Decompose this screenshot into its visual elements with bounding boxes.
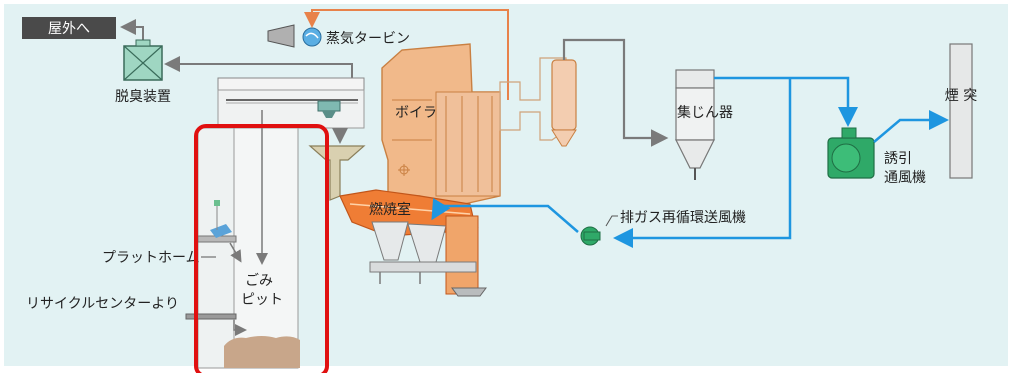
steam-line bbox=[304, 9, 509, 100]
deodorizer-label: 脱臭装置 bbox=[115, 89, 171, 105]
outside-label-text: 屋外へ bbox=[48, 21, 90, 37]
steam-turbine bbox=[267, 24, 322, 48]
platform-label: プラットホーム bbox=[102, 250, 200, 266]
economizer bbox=[499, 57, 577, 147]
steam-turbine-label: 蒸気タービン bbox=[326, 31, 410, 47]
platform bbox=[197, 200, 237, 243]
pit-building bbox=[197, 77, 365, 369]
flue-gas-line bbox=[562, 38, 669, 147]
garbage-pile bbox=[224, 336, 300, 368]
recycle-center-label: リサイクルセンターより bbox=[26, 296, 179, 312]
platform-to-pit-arrow bbox=[229, 242, 242, 263]
outside-label: 屋外へ bbox=[22, 17, 116, 39]
pit-highlight-frame bbox=[194, 124, 329, 373]
induced-fan-label-line1: 誘引 bbox=[884, 151, 912, 167]
recirculation-fan-leader bbox=[605, 215, 618, 227]
recycle-to-pit-arrow bbox=[233, 320, 247, 336]
chimney-label: 煙 突 bbox=[945, 88, 977, 104]
recirculation-to-furnace-line bbox=[431, 197, 579, 233]
induced-fan-label-line2: 通風機 bbox=[884, 170, 926, 186]
deodorizer-unit bbox=[123, 39, 163, 81]
recirculation-line bbox=[613, 78, 792, 248]
deodorizer-to-outside-arrow bbox=[120, 19, 144, 42]
combustion-chamber-label: 燃焼室 bbox=[369, 201, 411, 218]
chimney bbox=[949, 43, 973, 179]
boiler-label: ボイラ bbox=[395, 105, 437, 121]
dust-collector-label: 集じん器 bbox=[677, 104, 733, 121]
induced-draft-fan bbox=[827, 127, 875, 179]
dust-collector bbox=[675, 69, 715, 180]
pit-label-line2: ピット bbox=[241, 292, 283, 308]
boiler bbox=[381, 43, 501, 209]
recirculation-fan bbox=[580, 226, 601, 246]
pit-air-to-deodorizer-arrow bbox=[164, 56, 353, 78]
dust-collector-to-fan-line bbox=[714, 76, 858, 127]
recirculation-fan-label: 排ガス再循環送風機 bbox=[620, 210, 746, 226]
fan-to-chimney-line bbox=[873, 110, 949, 143]
recycle-conveyor bbox=[185, 313, 237, 320]
pit-label-line1: ごみ bbox=[245, 273, 273, 289]
